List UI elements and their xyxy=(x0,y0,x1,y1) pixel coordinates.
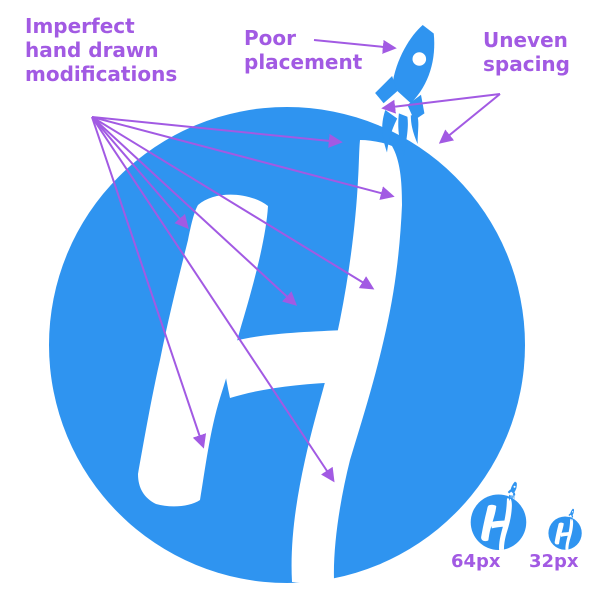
poor-placement-label: Poor placement xyxy=(244,26,363,74)
arrow-icon xyxy=(91,116,298,306)
main-logo xyxy=(49,107,525,584)
arrow-icon xyxy=(381,93,501,114)
logo-64px xyxy=(470,481,527,551)
arrow-icon xyxy=(91,116,207,449)
size-64px-label: 64px xyxy=(451,551,501,572)
annotation-arrows xyxy=(91,39,501,483)
arrow-icon xyxy=(91,116,335,483)
size-32px-label: 32px xyxy=(529,551,579,572)
uneven-spacing-label: Uneven spacing xyxy=(483,28,570,76)
logo-32px xyxy=(548,508,582,550)
imperfect-modifications-label: Imperfect hand drawn modifications xyxy=(25,14,178,86)
arrow-icon xyxy=(91,116,343,148)
arrow-icon xyxy=(91,116,395,200)
arrow-icon xyxy=(313,39,397,54)
rocket-icon xyxy=(375,25,435,156)
arrow-icon xyxy=(438,93,501,144)
arrow-icon xyxy=(91,116,189,230)
arrow-icon xyxy=(91,116,375,290)
